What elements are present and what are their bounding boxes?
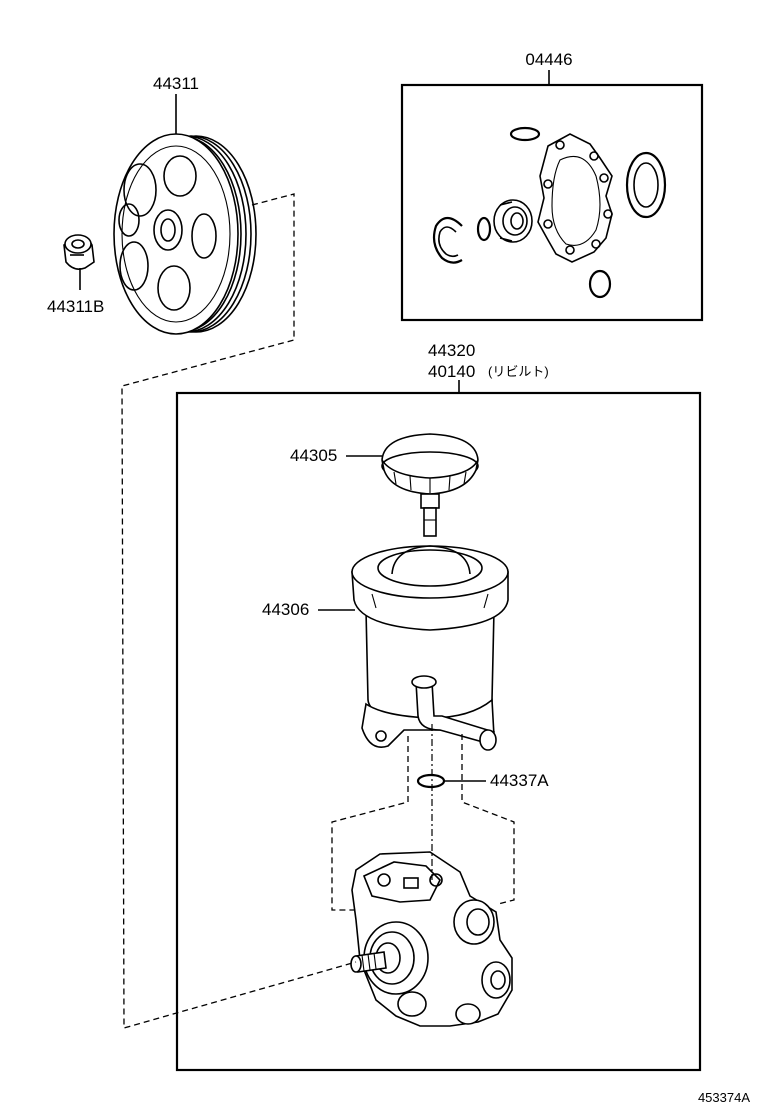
o-ring-illustration xyxy=(416,773,446,789)
gasket-kit-illustration xyxy=(432,126,667,299)
reservoir-cap-part-number: 44305 xyxy=(290,446,337,465)
pump-rebuilt-note: (リビルト) xyxy=(488,364,549,379)
gasket-kit-box xyxy=(400,83,704,322)
gasket-kit-part-number: 04446 xyxy=(525,50,572,69)
pump-assembly-box xyxy=(175,391,702,1072)
pulley-illustration xyxy=(113,133,257,335)
pump-assembly-part-number: 44320 xyxy=(428,341,475,360)
reservoir-tank-part-number: 44306 xyxy=(262,600,309,619)
pump-body-illustration xyxy=(350,851,513,1027)
reservoir-tank-illustration xyxy=(351,545,509,751)
figure-id: 453374A xyxy=(698,1090,750,1105)
pulley-part-number: 44311 xyxy=(153,74,199,93)
pulley-nut-part-number: 44311B xyxy=(47,297,104,316)
pump-rebuilt-part-number: 40140 xyxy=(428,362,475,381)
o-ring-part-number: 44337A xyxy=(490,771,549,790)
reservoir-cap-illustration xyxy=(381,433,479,537)
pulley-nut-illustration xyxy=(63,234,95,270)
